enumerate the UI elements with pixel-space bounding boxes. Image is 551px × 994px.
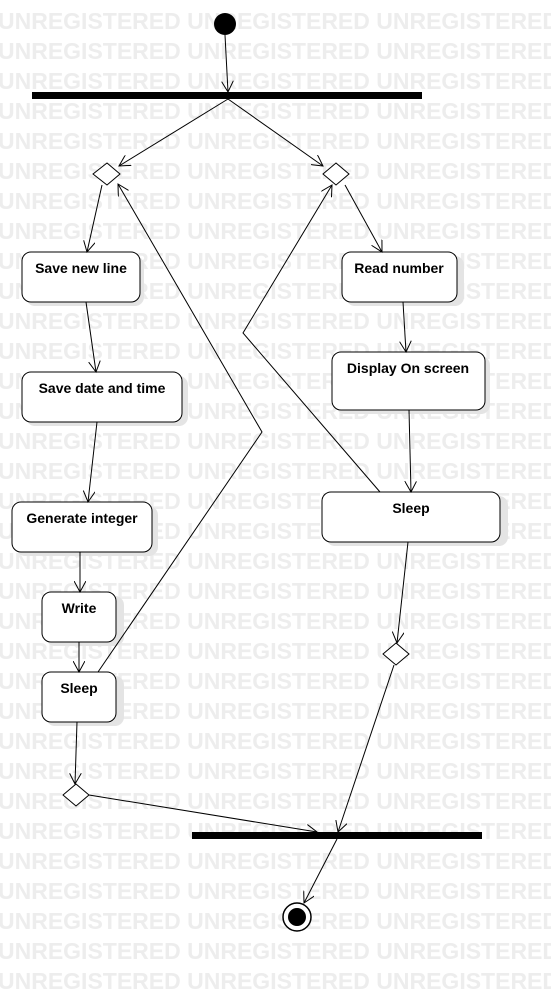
- action-write: Write: [41, 591, 117, 643]
- action-label: Save date and time: [39, 380, 166, 396]
- edge-right-merge-to-join: [338, 664, 395, 832]
- action-label: Sleep: [60, 680, 97, 696]
- edge-sleep-to-right-merge: [397, 541, 409, 643]
- action-read-number: Read number: [341, 251, 458, 303]
- action-sleep-left: Sleep: [41, 671, 117, 723]
- edge-left-merge-to-join: [88, 794, 317, 832]
- action-sleep-right: Sleep: [321, 491, 501, 543]
- action-label: Display On screen: [347, 360, 469, 376]
- edge-join-to-final: [304, 838, 338, 903]
- edge-fork-to-left-decision: [119, 98, 229, 166]
- edge-sleep-loop-to-right-decision: [242, 185, 381, 493]
- join-bar: [192, 832, 482, 839]
- edge-initial-to-fork: [225, 34, 228, 92]
- edge-sleep-loop-to-left-decision: [97, 184, 263, 673]
- action-label: Generate integer: [26, 510, 138, 526]
- decision-right-top: [322, 162, 350, 186]
- edge-left-decision-to-save-new-line: [87, 184, 103, 252]
- action-label: Write: [62, 600, 97, 616]
- action-label: Sleep: [392, 500, 429, 516]
- final-node: [282, 902, 312, 932]
- action-label: Read number: [354, 260, 444, 276]
- action-label: Save new line: [35, 260, 127, 276]
- edge-save-date-to-generate: [88, 421, 98, 502]
- edge-read-number-to-display: [403, 301, 406, 352]
- edge-display-to-sleep: [409, 409, 411, 492]
- merge-right-bottom: [382, 642, 410, 666]
- initial-node: [214, 13, 236, 35]
- flow-edges: [75, 34, 411, 903]
- edge-fork-to-right-decision: [227, 98, 323, 166]
- action-display-on-screen: Display On screen: [331, 351, 486, 411]
- action-save-date-and-time: Save date and time: [21, 371, 183, 423]
- action-save-new-line: Save new line: [21, 251, 141, 303]
- edge-right-decision-to-read-number: [344, 184, 382, 252]
- merge-left-bottom: [62, 783, 90, 807]
- decision-left-top: [92, 162, 121, 186]
- action-generate-integer: Generate integer: [11, 501, 153, 553]
- fork-bar: [32, 92, 422, 99]
- edge-sleep-to-left-merge: [75, 721, 77, 784]
- edge-save-new-line-to-save-date: [85, 301, 96, 372]
